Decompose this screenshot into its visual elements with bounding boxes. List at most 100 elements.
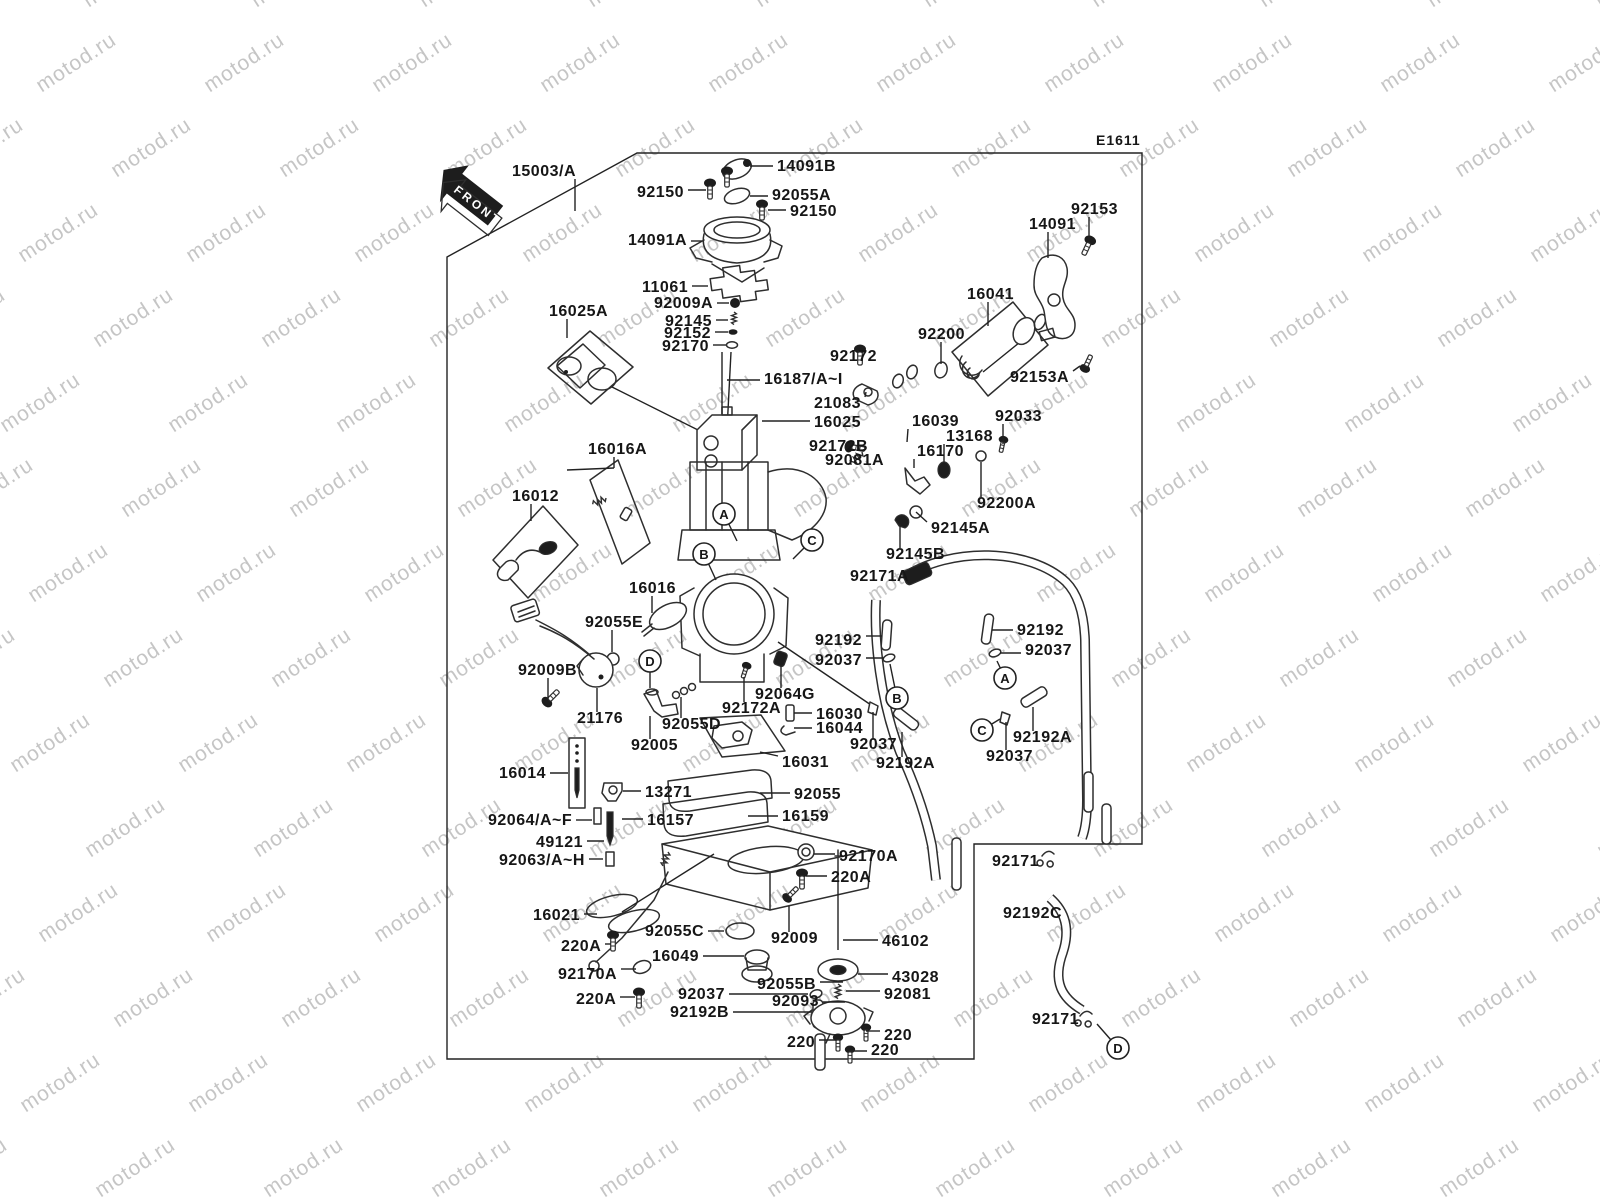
part-label-92009a: 92009A (654, 295, 714, 312)
part-label-16031: 16031 (782, 754, 829, 771)
part-label-92055c: 92055C (645, 923, 705, 940)
part-label-92093: 92093 (772, 993, 819, 1010)
part-label-92192b: 92192B (670, 1004, 730, 1021)
part-label-92037: 92037 (850, 736, 897, 753)
part-label-220a: 220A (576, 991, 617, 1008)
connector-D: D (1097, 1024, 1129, 1059)
leader-line (865, 392, 866, 397)
leader-line (916, 512, 927, 522)
connector-C: C (793, 529, 823, 559)
connector-D: D (639, 650, 661, 688)
part-label-220: 220 (884, 1027, 913, 1044)
part-label-92150: 92150 (790, 203, 837, 220)
float-valve-tray (700, 715, 785, 757)
part-label-92153: 92153 (1071, 201, 1118, 218)
drain-pump-parts (726, 850, 873, 1070)
page-code: E1611 (1096, 132, 1141, 148)
part-label-49121: 49121 (536, 834, 583, 851)
part-label-92064-a-f: 92064/A~F (488, 812, 573, 829)
part-label-92192a: 92192A (876, 755, 936, 772)
part-label-92200: 92200 (918, 326, 965, 343)
connector-B: B (693, 543, 716, 580)
part-label-16044: 16044 (816, 720, 863, 737)
starter-shaft-assembly (933, 233, 1098, 396)
throttle-link-parts (843, 344, 1009, 494)
svg-text:B: B (699, 547, 708, 562)
connector-C: C (971, 719, 1000, 741)
part-label-16025a: 16025A (549, 303, 609, 320)
elbow-fitting-parts (644, 650, 795, 735)
part-label-13168: 13168 (946, 428, 993, 445)
part-label-21176: 21176 (577, 710, 624, 727)
part-label-16170: 16170 (917, 443, 964, 460)
connector-A: A (994, 661, 1016, 689)
part-label-16159: 16159 (782, 808, 829, 825)
part-label-92172: 92172 (830, 348, 877, 365)
float-bowl-assembly (584, 770, 872, 1009)
part-label-14091: 14091 (1029, 216, 1076, 233)
part-label-15003-a: 15003/A (512, 163, 576, 180)
part-label-92055: 92055 (794, 786, 841, 803)
part-label-92171: 92171 (992, 853, 1039, 870)
part-label-16016a: 16016A (588, 441, 648, 458)
svg-text:C: C (977, 723, 987, 738)
part-label-92192: 92192 (1017, 622, 1064, 639)
part-label-16030: 16030 (816, 706, 863, 723)
part-label-220: 220 (871, 1042, 900, 1059)
part-label-92033: 92033 (995, 408, 1042, 425)
part-label-92145b: 92145B (886, 546, 946, 563)
part-label-92037: 92037 (986, 748, 1033, 765)
part-label-92055e: 92055E (585, 614, 644, 631)
part-label-21083: 21083 (814, 395, 861, 412)
part-label-220a: 220A (561, 938, 602, 955)
svg-text:A: A (719, 507, 729, 522)
screw-kit-boxes (493, 460, 650, 598)
part-label-11061: 11061 (642, 279, 689, 296)
vent-hoses (868, 555, 1111, 1027)
part-label-92055a: 92055A (772, 187, 832, 204)
part-label-92170a: 92170A (839, 848, 899, 865)
part-label-16041: 16041 (967, 286, 1014, 303)
part-label-16016: 16016 (629, 580, 676, 597)
part-label-92037: 92037 (815, 652, 862, 669)
part-label-92145a: 92145A (931, 520, 991, 537)
part-label-16025: 16025 (814, 414, 861, 431)
part-label-43028: 43028 (892, 969, 939, 986)
part-label-16021: 16021 (533, 907, 580, 924)
part-label-92192: 92192 (815, 632, 862, 649)
part-label-92145: 92145 (665, 313, 712, 330)
part-label-92037: 92037 (678, 986, 725, 1003)
part-label-92153a: 92153A (1010, 369, 1070, 386)
leader-line (1073, 366, 1080, 371)
part-label-14091a: 14091A (628, 232, 688, 249)
part-label-92150: 92150 (637, 184, 684, 201)
leader-line (760, 752, 778, 756)
part-label-14091b: 14091B (777, 158, 837, 175)
connector-A: A (713, 503, 737, 541)
part-label-16187-a-i: 16187/A~I (764, 371, 843, 388)
part-label-92009b: 92009B (518, 662, 578, 679)
part-label-13271: 13271 (645, 784, 692, 801)
part-label-16157: 16157 (647, 812, 694, 829)
part-label-92171a: 92171A (850, 568, 910, 585)
part-label-16039: 16039 (912, 413, 959, 430)
part-label-92009: 92009 (771, 930, 818, 947)
part-label-220: 220 (787, 1034, 816, 1051)
throttle-sensor-assembly (510, 598, 613, 710)
part-label-92200a: 92200A (977, 495, 1037, 512)
part-label-92055d: 92055D (662, 716, 722, 733)
part-label-92170: 92170 (662, 338, 709, 355)
part-label-92055b: 92055B (757, 976, 817, 993)
part-label-92063-a-h: 92063/A~H (499, 852, 585, 869)
svg-text:A: A (1000, 671, 1010, 686)
svg-text:D: D (645, 654, 654, 669)
diaphragm-kit-box (548, 331, 712, 437)
part-label-92171: 92171 (1032, 1011, 1079, 1028)
leader-lines (531, 166, 1089, 1051)
jet-needle-kit (569, 738, 622, 866)
part-label-92170a: 92170A (558, 966, 618, 983)
